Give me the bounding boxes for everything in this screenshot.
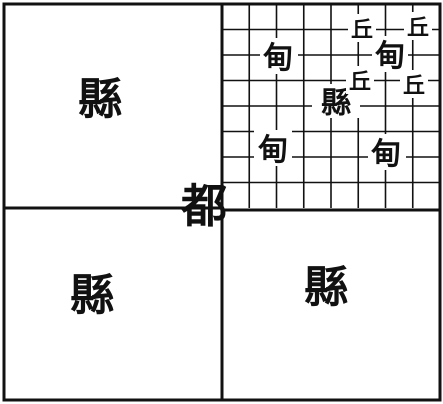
grid-label-qiu-3: 丘 [346, 66, 374, 95]
county-label-bottom-right: 縣 [304, 262, 348, 313]
svg-text:丘: 丘 [351, 17, 373, 43]
grid-label-qiu-1: 丘 [348, 14, 376, 43]
grid-label-dian-2: 甸 [372, 36, 408, 74]
svg-text:丘: 丘 [349, 69, 371, 95]
grid-label-qiu-2: 丘 [404, 12, 432, 41]
svg-text:甸: 甸 [371, 137, 401, 172]
county-label-bottom-left: 縣 [70, 270, 114, 321]
grid-label-dian-1: 甸 [260, 38, 298, 76]
grid-label-qiu-4: 丘 [400, 70, 428, 99]
grid-label-dian-3: 甸 [254, 130, 292, 168]
svg-text:甸: 甸 [263, 41, 293, 76]
county-label-top-left: 縣 [78, 74, 122, 125]
grid-label-dian-4: 甸 [368, 134, 406, 172]
svg-text:甸: 甸 [258, 133, 288, 168]
quadrant-dividers [4, 4, 440, 400]
svg-text:甸: 甸 [375, 39, 405, 74]
capital-label: 都 [180, 179, 227, 233]
svg-text:丘: 丘 [403, 73, 425, 99]
svg-text:丘: 丘 [407, 15, 429, 41]
